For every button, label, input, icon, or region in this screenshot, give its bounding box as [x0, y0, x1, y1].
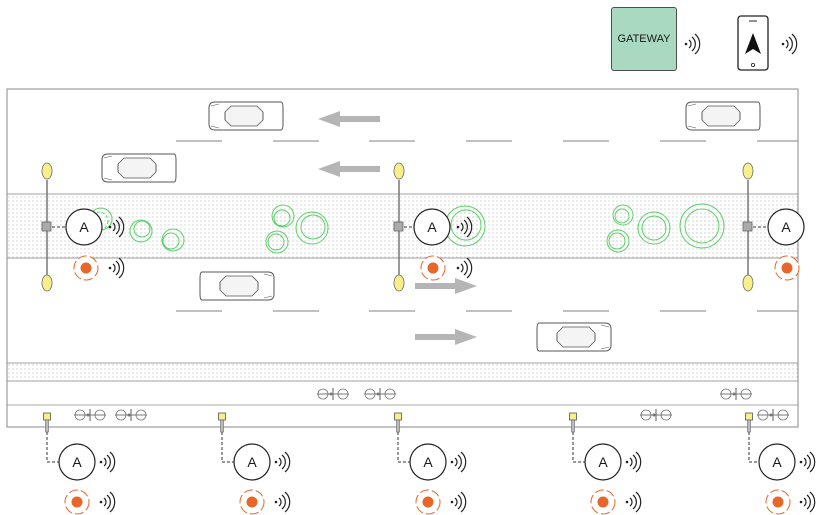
tree-icon — [161, 228, 185, 252]
separator-strip — [6, 362, 799, 382]
bike-lane-node-1: A — [43, 412, 116, 515]
wifi-signal-icon — [799, 451, 816, 473]
street-lamp-icon — [41, 274, 53, 292]
street-lamp-icon — [41, 162, 53, 180]
street-lamp-center — [393, 162, 405, 292]
car-icon — [101, 153, 177, 183]
sensor-icon — [64, 489, 90, 515]
node-label: A — [598, 454, 608, 470]
sensor-icon — [774, 255, 800, 281]
gateway-box: GATEWAY — [611, 7, 677, 71]
streetlight-controller-node-icon — [758, 443, 796, 481]
gateway-label: GATEWAY — [617, 33, 671, 45]
street-lamp-icon — [742, 274, 754, 292]
car-icon — [536, 322, 612, 352]
wifi-signal-icon — [625, 491, 642, 513]
sensor-icon — [590, 489, 616, 515]
street-lamp-icon — [742, 162, 754, 180]
node-label: A — [247, 454, 257, 470]
tree-icon — [612, 204, 634, 226]
tree-icon — [295, 211, 329, 245]
tree-icon — [606, 229, 630, 253]
wifi-signal-icon — [450, 451, 467, 473]
wifi-signal-icon — [274, 491, 291, 513]
node-label: A — [772, 454, 782, 470]
median-node-left: A — [52, 208, 125, 281]
streetlight-controller-node-icon — [767, 208, 805, 246]
street-lamp-right — [742, 162, 754, 292]
median-node-right: A — [753, 208, 805, 281]
node-label: A — [427, 219, 437, 235]
sensor-icon — [239, 489, 265, 515]
sensor-icon — [73, 255, 99, 281]
bike-lane-node-5: A — [745, 412, 816, 515]
wifi-signal-icon — [684, 33, 701, 55]
smartphone-navigation-icon — [737, 15, 769, 71]
tree-icon — [271, 204, 295, 228]
bike-lane-node-3: A — [394, 412, 467, 515]
streetlight-controller-node-icon — [409, 443, 447, 481]
wifi-signal-icon — [781, 33, 798, 55]
streetlight-controller-node-icon — [233, 443, 271, 481]
tree-icon — [265, 230, 289, 254]
tree-icon — [637, 211, 671, 245]
wifi-signal-icon — [799, 491, 816, 513]
street-lamp-icon — [393, 274, 405, 292]
wifi-signal-icon — [274, 451, 291, 473]
trees — [89, 203, 725, 254]
street-lamp-icon — [393, 162, 405, 180]
node-label: A — [781, 219, 791, 235]
node-label: A — [79, 219, 89, 235]
street-lamp-left — [41, 162, 53, 292]
sensor-icon — [765, 489, 791, 515]
wifi-signal-icon — [450, 491, 467, 513]
node-label: A — [423, 454, 433, 470]
car-icon — [199, 271, 275, 301]
streetlight-controller-node-icon — [65, 208, 103, 246]
bike-lane-node-4: A — [569, 412, 642, 515]
car-icon — [208, 101, 284, 131]
wifi-signal-icon — [625, 451, 642, 473]
car-icon — [685, 101, 761, 131]
median-node-center: A — [404, 208, 473, 281]
streetlight-controller-node-icon — [584, 443, 622, 481]
sensor-icon — [420, 255, 446, 281]
streetlight-controller-node-icon — [413, 208, 451, 246]
tree-icon — [679, 203, 725, 249]
streetlight-controller-node-icon — [58, 443, 96, 481]
tree-icon — [129, 219, 153, 243]
wifi-signal-icon — [99, 491, 116, 513]
lane-markings — [176, 140, 798, 312]
node-label: A — [72, 454, 82, 470]
sensor-icon — [415, 489, 441, 515]
wifi-signal-icon — [99, 451, 116, 473]
bike-lane-node-2: A — [218, 412, 291, 515]
tree-icon — [444, 205, 486, 247]
